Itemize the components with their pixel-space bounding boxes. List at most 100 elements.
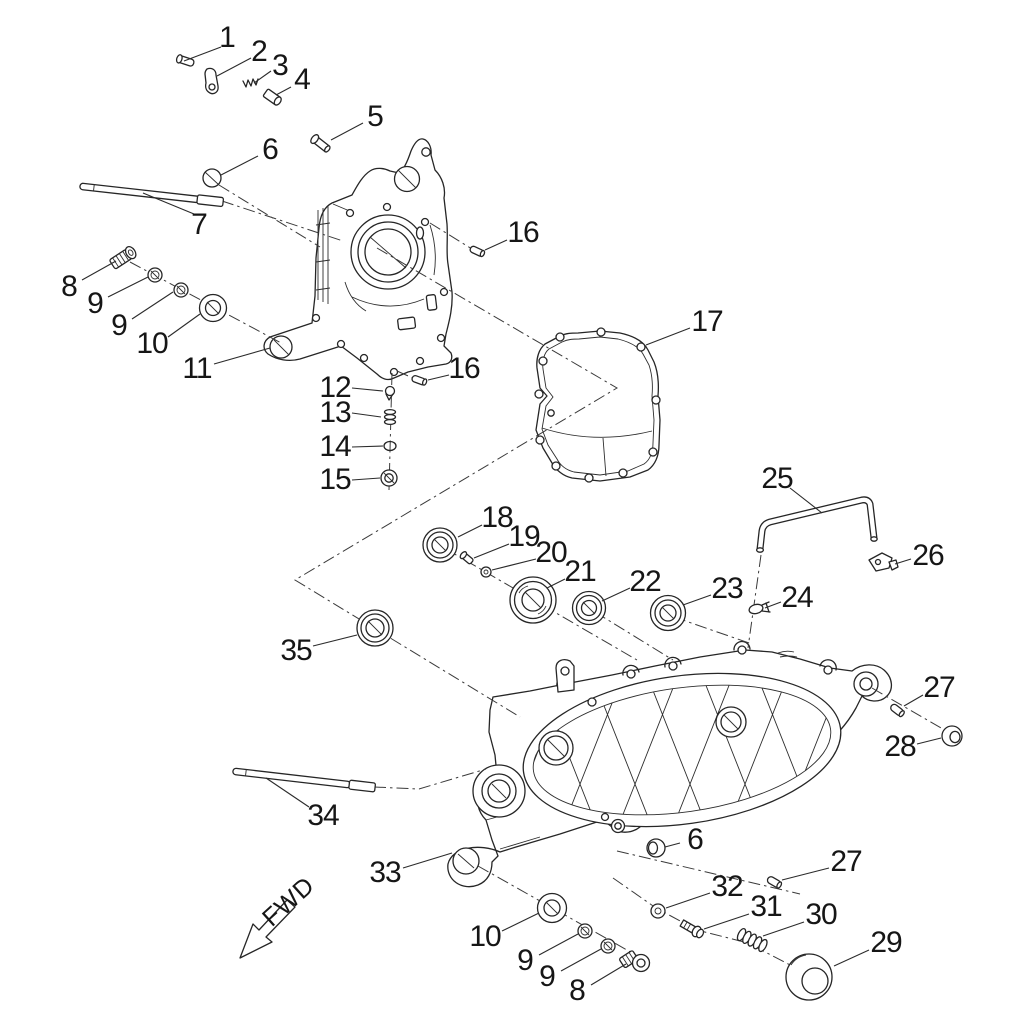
part-20-washer-small	[480, 566, 492, 578]
callout-2-1: 2	[251, 35, 268, 68]
leader-line-33-36	[402, 852, 453, 869]
leader-line-28-29	[916, 737, 942, 745]
callout-1-0: 1	[219, 21, 236, 54]
leader-line-9-40	[538, 933, 579, 956]
callout-9-41: 9	[539, 960, 556, 993]
callout-31-33: 31	[750, 890, 782, 923]
part-27-dowel-pin-right	[890, 703, 905, 718]
leader-line-14-14	[351, 445, 384, 448]
leader-line-11-11	[213, 347, 271, 365]
part-13-spring-small	[383, 408, 397, 426]
callout-5-4: 5	[367, 100, 384, 133]
part-35-oil-seal	[356, 609, 394, 647]
leader-line-10-39	[501, 912, 540, 932]
leader-line-16-17	[427, 374, 450, 381]
part-22-bearing	[571, 590, 607, 626]
part-9-washers-lower	[577, 923, 616, 954]
part-30-spring	[736, 928, 768, 953]
part-10-bushing-lower	[536, 892, 568, 924]
callout-16-16: 16	[507, 216, 539, 249]
leader-line-18-19	[457, 524, 483, 538]
callout-23-24: 23	[711, 572, 743, 605]
part-6-plug-cap	[202, 168, 222, 188]
callout-27-28: 27	[923, 671, 955, 704]
callout-30-34: 30	[805, 898, 837, 931]
part-12-valve	[384, 385, 396, 401]
callout-21-22: 21	[564, 555, 596, 588]
part-5-bolt	[310, 134, 331, 153]
leader-line-31-33	[703, 913, 750, 930]
part-27-dowel-pin-lower	[766, 876, 783, 889]
leader-line-6-30	[664, 842, 681, 848]
part-25-breather-tube	[755, 496, 878, 553]
callout-17-18: 17	[691, 305, 723, 338]
part-23-bearing	[649, 594, 687, 632]
callout-4-3: 4	[294, 63, 311, 96]
callout-10-39: 10	[469, 920, 501, 953]
leader-line-5-4	[330, 122, 364, 141]
leader-lines	[81, 46, 942, 986]
leader-line-30-34	[762, 921, 805, 937]
callout-22-23: 22	[629, 565, 661, 598]
leader-line-9-8	[107, 276, 149, 298]
leader-line-9-9	[131, 291, 174, 320]
callout-9-40: 9	[517, 944, 534, 977]
leader-line-13-13	[351, 412, 382, 418]
part-14-oring	[383, 440, 397, 452]
callout-35-38: 35	[280, 634, 312, 667]
leader-line-8-7	[81, 260, 117, 281]
callout-6-5: 6	[262, 133, 279, 166]
part-32-washer	[650, 903, 666, 919]
callout-29-35: 29	[870, 926, 902, 959]
callout-28-29: 28	[884, 730, 916, 763]
leader-line-21-22	[546, 578, 566, 589]
leader-line-15-15	[351, 477, 381, 481]
leader-line-19-20	[473, 543, 510, 559]
left-crankcase-half	[263, 138, 453, 381]
part-21-bearing-large	[509, 576, 557, 624]
callout-20-21: 20	[535, 536, 567, 569]
leader-line-27-31	[781, 867, 830, 881]
callout-33-36: 33	[369, 856, 401, 889]
leader-line-24-25	[764, 601, 782, 609]
leader-line-35-38	[312, 634, 358, 647]
leader-line-34-37	[265, 777, 310, 808]
callout-7-6: 7	[191, 208, 208, 241]
leader-line-23-24	[682, 594, 712, 606]
callout-25-26: 25	[761, 462, 793, 495]
callout-24-25: 24	[781, 581, 813, 614]
leader-line-8-42	[590, 963, 627, 986]
callout-11-11: 11	[182, 352, 212, 385]
callout-19-20: 19	[508, 520, 540, 553]
leader-line-29-35	[833, 949, 870, 967]
leader-line-22-23	[601, 587, 631, 602]
callout-8-7: 8	[61, 270, 78, 303]
assembly-axes	[129, 184, 949, 967]
leader-line-20-21	[491, 558, 537, 571]
part-10-bushing-upper	[198, 293, 228, 323]
part-34-shaft-rod	[232, 767, 376, 793]
callout-34-37: 34	[307, 799, 339, 832]
case-marking	[777, 650, 798, 658]
part-1-pin	[175, 54, 195, 67]
callout-15-15: 15	[319, 463, 351, 496]
leader-line-7-6	[142, 192, 195, 215]
part-29-cup	[785, 953, 833, 1001]
part-2-lever	[204, 67, 219, 95]
right-crankcase-half	[447, 640, 893, 888]
leader-line-1-0	[183, 46, 222, 62]
part-15-plug-small	[380, 469, 398, 487]
leader-line-12-12	[351, 387, 384, 392]
part-6-plug-lower	[646, 838, 666, 858]
part-8-plug-lower	[619, 950, 651, 973]
leader-line-9-41	[560, 948, 602, 972]
leader-line-26-27	[894, 558, 912, 565]
callout-27-31: 27	[830, 845, 862, 878]
part-3-spring	[242, 78, 259, 88]
callout-3-2: 3	[272, 49, 289, 82]
part-4-roller	[262, 88, 282, 106]
leader-line-10-10	[167, 313, 201, 338]
callout-10-10: 10	[136, 327, 168, 360]
leader-line-6-5	[220, 155, 259, 176]
